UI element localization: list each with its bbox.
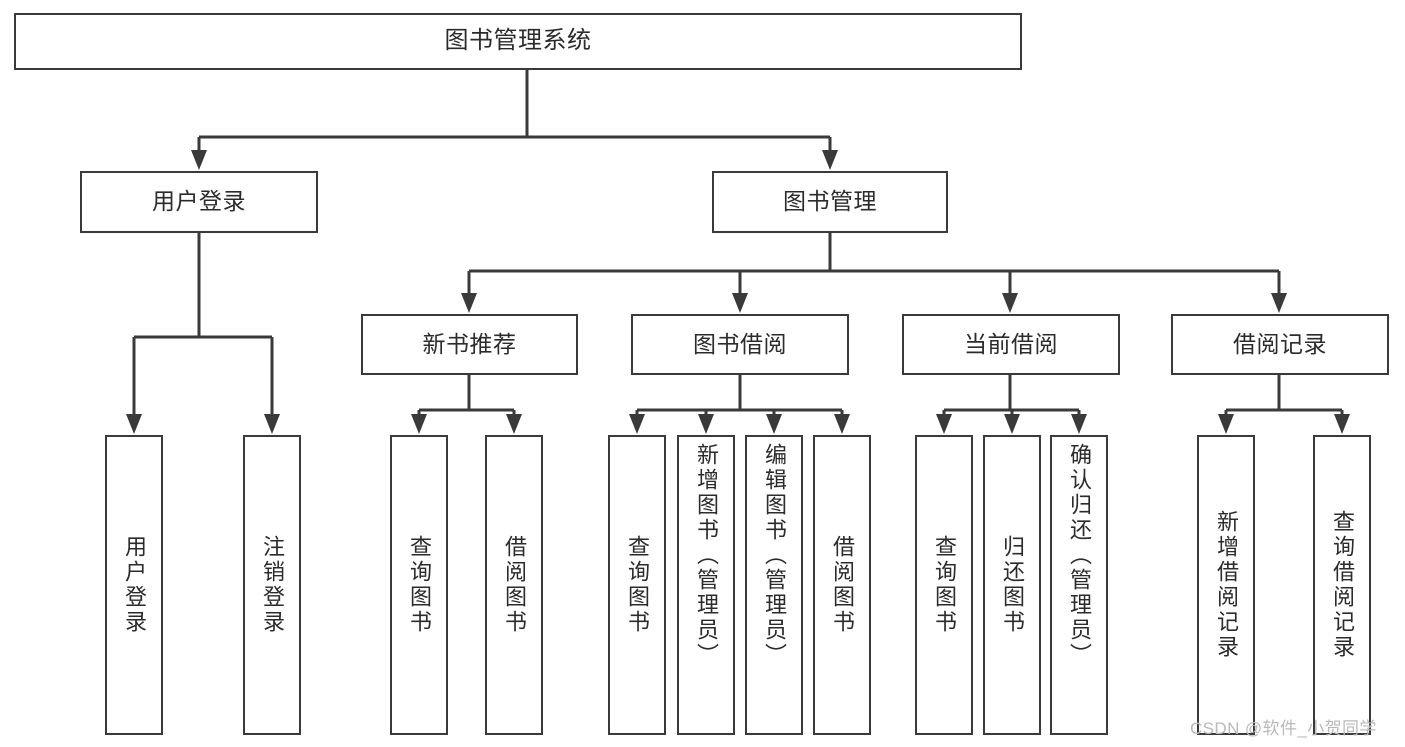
node-box-leaf-query-book-3[interactable]: 查询图书 — [915, 435, 973, 735]
node-label: 借阅图书 — [830, 535, 855, 635]
node-box-book-management[interactable]: 图书管理 — [712, 171, 948, 233]
watermark-text: CSDN @软件_小贺同学 — [1190, 719, 1377, 738]
node-box-current-borrow[interactable]: 当前借阅 — [902, 314, 1120, 375]
connectors-group — [126, 70, 1350, 434]
node-label: 用户登录 — [152, 188, 246, 215]
node-box-leaf-add-record[interactable]: 新增借阅记录 — [1197, 435, 1255, 735]
node-label: 查询图书 — [407, 535, 432, 635]
arrowhead-icon-bm-to-new-book — [461, 293, 477, 313]
arrowhead-icon-cb-to-leaf3 — [1071, 414, 1087, 434]
arrowhead-icon-root-to-book-management — [822, 150, 838, 170]
arrowhead-icon-nb-to-leaf1 — [411, 414, 427, 434]
arrowhead-icon-bb-to-leaf1 — [629, 414, 645, 434]
node-box-leaf-confirm-return[interactable]: 确认归还（管理员） — [1050, 435, 1108, 735]
arrowhead-icon-cb-to-leaf2 — [1004, 414, 1020, 434]
node-box-leaf-query-record[interactable]: 查询借阅记录 — [1313, 435, 1371, 735]
node-label: 图书借阅 — [693, 330, 787, 357]
arrowhead-icon-br-to-leaf1 — [1218, 414, 1234, 434]
node-label: 借阅图书 — [502, 535, 527, 635]
node-box-user-login[interactable]: 用户登录 — [80, 171, 318, 233]
arrowhead-icon-bb-to-leaf2 — [698, 414, 714, 434]
arrowhead-icon-bb-to-leaf4 — [834, 414, 850, 434]
arrowhead-icon-root-to-user-login — [191, 150, 207, 170]
node-box-book-borrow[interactable]: 图书借阅 — [631, 314, 849, 375]
node-box-leaf-borrow-book-1[interactable]: 借阅图书 — [485, 435, 543, 735]
arrowhead-icon-ul-to-leaf2 — [264, 414, 280, 434]
arrowhead-icon-cb-to-leaf1 — [936, 414, 952, 434]
node-box-leaf-edit-book[interactable]: 编辑图书（管理员） — [745, 435, 803, 735]
node-box-leaf-add-book[interactable]: 新增图书（管理员） — [677, 435, 735, 735]
node-label: 查询借阅记录 — [1330, 510, 1355, 660]
node-label: 注销登录 — [260, 535, 285, 635]
node-label: 新增图书（管理员） — [694, 443, 719, 668]
node-box-leaf-query-book-1[interactable]: 查询图书 — [390, 435, 448, 735]
arrowhead-icon-nb-to-leaf2 — [506, 414, 522, 434]
arrowhead-icon-bm-to-borrow-records — [1271, 293, 1287, 313]
node-box-root[interactable]: 图书管理系统 — [14, 13, 1022, 70]
node-box-leaf-return-book[interactable]: 归还图书 — [983, 435, 1041, 735]
node-label: 图书管理 — [783, 188, 877, 215]
arrowhead-icon-bm-to-current-borrow — [1002, 293, 1018, 313]
node-box-leaf-logout[interactable]: 注销登录 — [243, 435, 301, 735]
arrowhead-icon-bb-to-leaf3 — [766, 414, 782, 434]
arrowhead-icon-bm-to-book-borrow — [732, 293, 748, 313]
node-label: 确认归还（管理员） — [1067, 443, 1092, 668]
arrowhead-icon-br-to-leaf2 — [1334, 414, 1350, 434]
node-label: 归还图书 — [1000, 535, 1025, 635]
node-label: 编辑图书（管理员） — [762, 443, 787, 668]
node-box-borrow-records[interactable]: 借阅记录 — [1171, 314, 1389, 375]
node-box-leaf-user-login[interactable]: 用户登录 — [105, 435, 163, 735]
node-box-new-book-recommend[interactable]: 新书推荐 — [361, 314, 578, 375]
node-box-leaf-borrow-book-2[interactable]: 借阅图书 — [813, 435, 871, 735]
node-label: 查询图书 — [932, 535, 957, 635]
node-label: 当前借阅 — [964, 330, 1058, 357]
node-label: 新书推荐 — [422, 330, 517, 357]
node-box-leaf-query-book-2[interactable]: 查询图书 — [608, 435, 666, 735]
node-label: 图书管理系统 — [444, 27, 592, 55]
node-label: 新增借阅记录 — [1214, 510, 1239, 660]
node-label: 查询图书 — [625, 535, 650, 635]
node-label: 借阅记录 — [1233, 330, 1327, 357]
arrowhead-icon-ul-to-leaf1 — [126, 414, 142, 434]
node-label: 用户登录 — [122, 535, 147, 635]
